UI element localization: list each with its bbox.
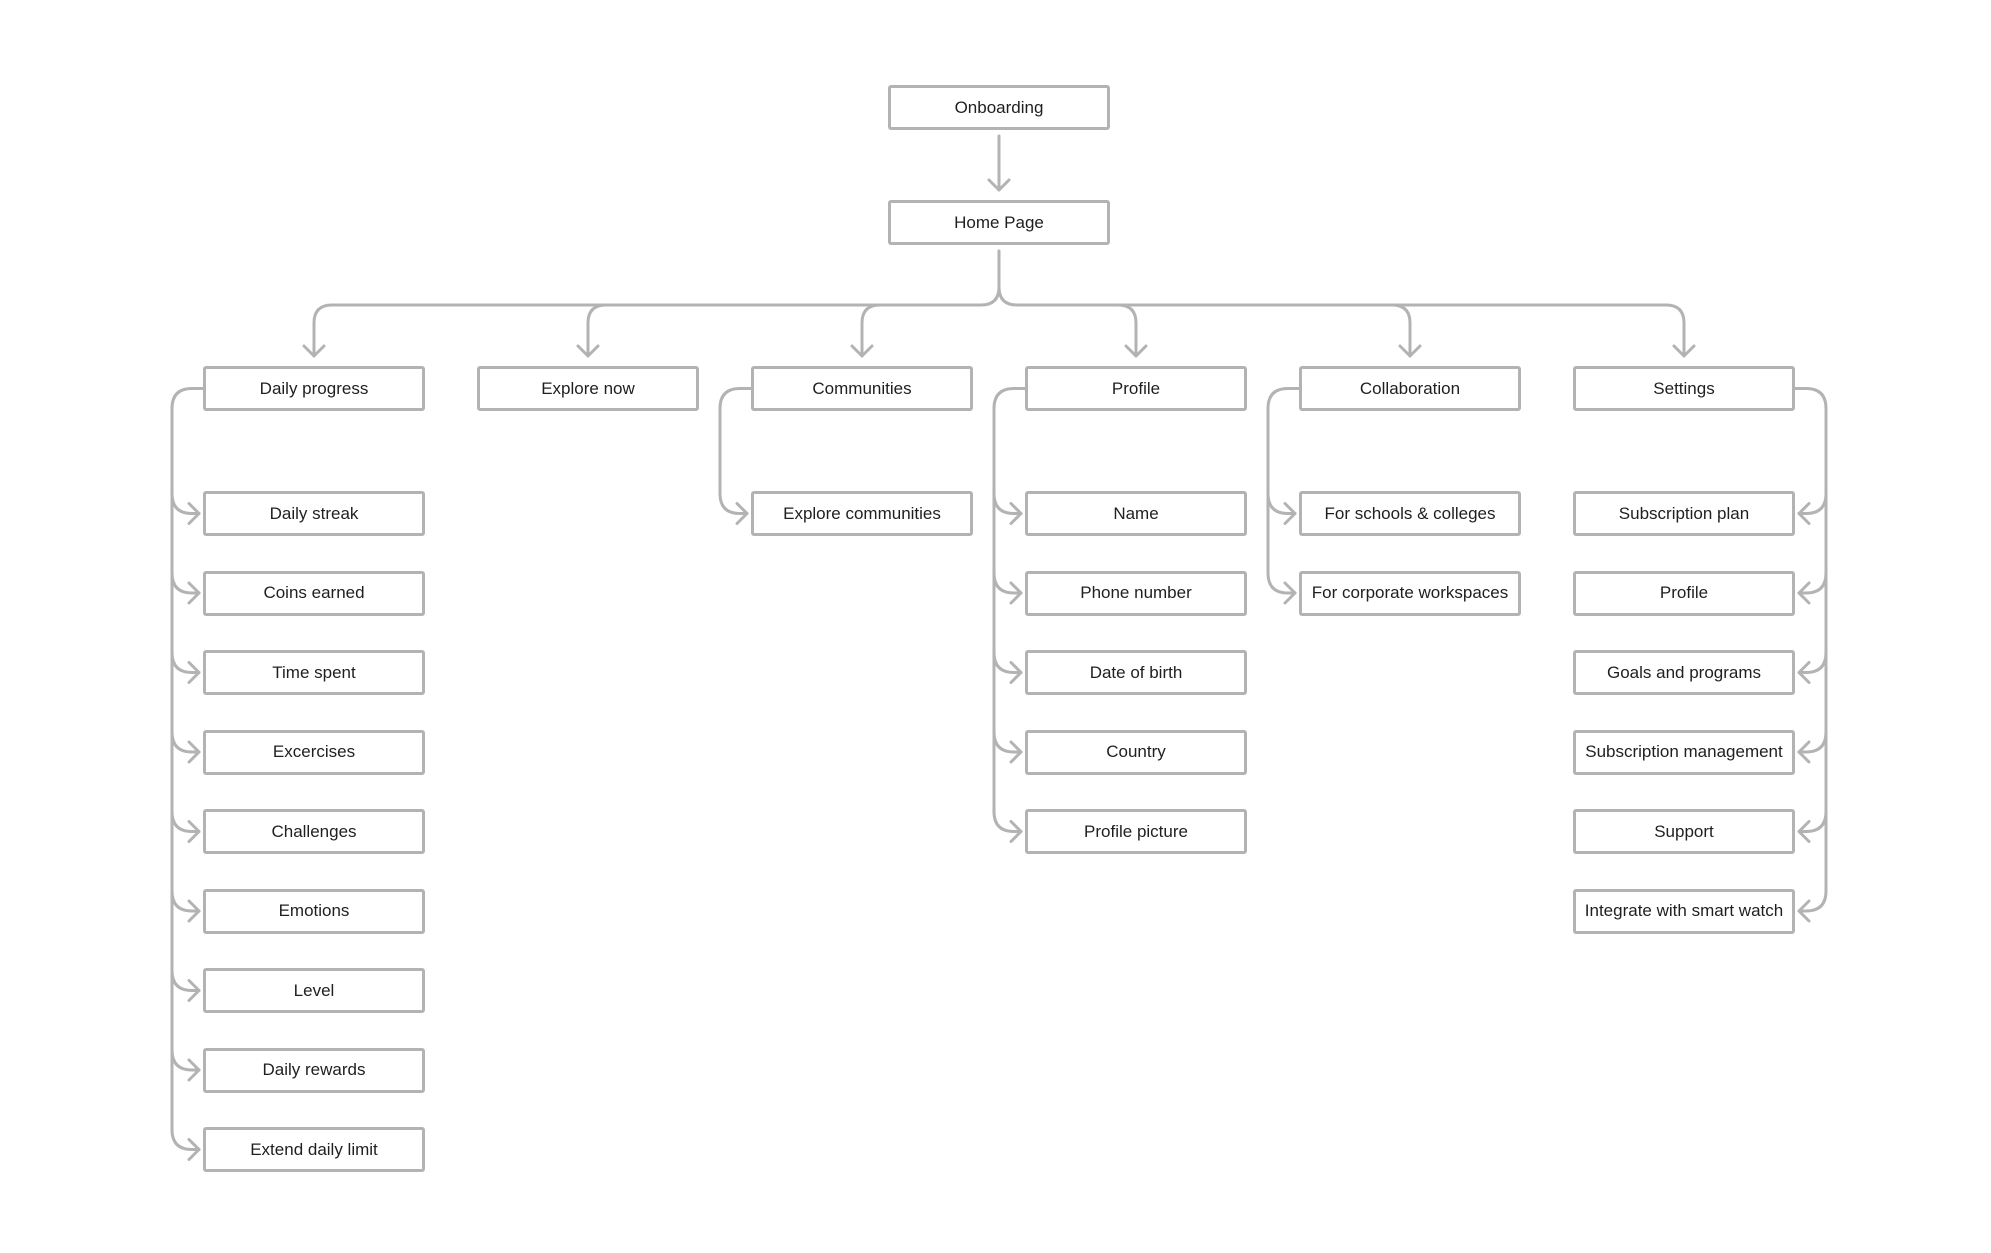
arrowhead-branch-1 bbox=[576, 344, 600, 358]
arrowhead-daily-progress-child-8 bbox=[187, 1138, 201, 1161]
node-integrate-with-smart-watch: Integrate with smart watch bbox=[1573, 888, 1795, 934]
arrowhead-collaboration-child-1 bbox=[1283, 581, 1297, 605]
connector-daily-progress-child-1 bbox=[170, 571, 201, 595]
connector-collaboration-child-1 bbox=[1266, 571, 1297, 595]
connector-bracket-settings bbox=[1793, 387, 1828, 893]
connector-daily-progress-child-3 bbox=[170, 730, 201, 754]
node-onboarding: Onboarding bbox=[888, 85, 1110, 130]
arrowhead-collaboration-child-0 bbox=[1283, 502, 1297, 525]
arrowhead-communities-child-0 bbox=[735, 502, 749, 525]
node-level: Level bbox=[203, 968, 425, 1013]
arrowhead-profile-child-0 bbox=[1009, 502, 1023, 525]
arrowhead-profile-child-4 bbox=[1009, 820, 1023, 843]
connector-daily-progress-child-6 bbox=[170, 969, 201, 992]
node-daily-streak: Daily streak bbox=[203, 491, 425, 536]
node-settings: Settings bbox=[1573, 366, 1795, 411]
connector-settings-child-2 bbox=[1797, 651, 1828, 674]
connector-collaboration-child-0 bbox=[1266, 492, 1297, 515]
arrowhead-home bbox=[987, 178, 1011, 192]
node-profile: Profile bbox=[1025, 366, 1247, 411]
connector-bus-left bbox=[330, 249, 1001, 307]
arrowhead-settings-child-1 bbox=[1797, 581, 1811, 605]
arrowhead-daily-progress-child-2 bbox=[187, 661, 201, 684]
node-subscription-plan: Subscription plan bbox=[1573, 491, 1795, 536]
arrowhead-daily-progress-child-1 bbox=[187, 581, 201, 605]
node-communities: Communities bbox=[751, 366, 973, 411]
node-phone-number: Phone number bbox=[1025, 570, 1247, 616]
node-for-corporate-workspaces: For corporate workspaces bbox=[1299, 570, 1521, 616]
node-excercises: Excercises bbox=[203, 729, 425, 775]
arrowhead-branch-3 bbox=[1124, 344, 1148, 358]
connector-daily-progress-child-4 bbox=[170, 810, 201, 833]
connector-daily-progress-child-0 bbox=[170, 492, 201, 515]
node-explore-communities: Explore communities bbox=[751, 491, 973, 536]
node-support: Support bbox=[1573, 809, 1795, 854]
arrowhead-profile-child-2 bbox=[1009, 661, 1023, 684]
node-explore-now: Explore now bbox=[477, 366, 699, 411]
connector-communities-child-0 bbox=[718, 492, 749, 515]
node-daily-rewards: Daily rewards bbox=[203, 1047, 425, 1093]
arrowhead-branch-5 bbox=[1672, 344, 1696, 358]
connector-profile-child-4 bbox=[992, 810, 1023, 833]
connector-branch-2 bbox=[860, 303, 882, 358]
node-subscription-management: Subscription management bbox=[1573, 729, 1795, 775]
node-name: Name bbox=[1025, 491, 1247, 536]
arrowhead-branch-0 bbox=[302, 344, 326, 358]
node-profile-picture: Profile picture bbox=[1025, 809, 1247, 854]
connector-branch-3 bbox=[1116, 303, 1138, 358]
node-challenges: Challenges bbox=[203, 809, 425, 854]
connector-profile-child-0 bbox=[992, 492, 1023, 515]
connector-settings-child-1 bbox=[1797, 571, 1828, 595]
connector-settings-child-5 bbox=[1797, 889, 1828, 913]
arrowhead-daily-progress-child-3 bbox=[187, 740, 201, 764]
arrowhead-settings-child-2 bbox=[1797, 661, 1811, 684]
connector-profile-child-1 bbox=[992, 571, 1023, 595]
arrowhead-daily-progress-child-7 bbox=[187, 1058, 201, 1082]
arrowhead-daily-progress-child-5 bbox=[187, 899, 201, 923]
connector-branch-4 bbox=[1390, 303, 1412, 358]
connector-profile-child-3 bbox=[992, 730, 1023, 754]
node-time-spent: Time spent bbox=[203, 650, 425, 695]
node-date-of-birth: Date of birth bbox=[1025, 650, 1247, 695]
arrowhead-branch-2 bbox=[850, 344, 874, 358]
node-home-page: Home Page bbox=[888, 200, 1110, 245]
connector-branch-5 bbox=[1664, 303, 1686, 358]
connector-bracket-profile bbox=[992, 387, 1027, 813]
node-country: Country bbox=[1025, 729, 1247, 775]
connector-daily-progress-child-8 bbox=[170, 1128, 201, 1151]
arrowhead-branch-4 bbox=[1398, 344, 1422, 358]
arrowhead-daily-progress-child-6 bbox=[187, 979, 201, 1002]
connector-settings-child-3 bbox=[1797, 730, 1828, 754]
connector-bracket-communities bbox=[718, 387, 753, 495]
node-settings-profile: Profile bbox=[1573, 570, 1795, 616]
connector-bracket-daily-progress bbox=[170, 387, 205, 1131]
connector-branch-0 bbox=[312, 303, 334, 358]
node-daily-progress: Daily progress bbox=[203, 366, 425, 411]
node-extend-daily-limit: Extend daily limit bbox=[203, 1127, 425, 1172]
connector-profile-child-2 bbox=[992, 651, 1023, 674]
arrowhead-settings-child-0 bbox=[1797, 502, 1811, 525]
arrowhead-profile-child-1 bbox=[1009, 581, 1023, 605]
connector-daily-progress-child-2 bbox=[170, 651, 201, 674]
connector-settings-child-4 bbox=[1797, 810, 1828, 833]
node-collaboration: Collaboration bbox=[1299, 366, 1521, 411]
connector-branch-1 bbox=[586, 303, 608, 358]
connector-bus-right bbox=[997, 285, 1668, 307]
connector-settings-child-0 bbox=[1797, 492, 1828, 515]
arrowhead-settings-child-3 bbox=[1797, 740, 1811, 764]
arrowhead-profile-child-3 bbox=[1009, 740, 1023, 764]
node-for-schools-colleges: For schools & colleges bbox=[1299, 491, 1521, 536]
connector-bracket-collaboration bbox=[1266, 387, 1301, 575]
connector-daily-progress-child-5 bbox=[170, 889, 201, 913]
arrowhead-settings-child-5 bbox=[1797, 899, 1811, 923]
connector-daily-progress-child-7 bbox=[170, 1048, 201, 1072]
arrowhead-settings-child-4 bbox=[1797, 820, 1811, 843]
arrowhead-daily-progress-child-4 bbox=[187, 820, 201, 843]
node-emotions: Emotions bbox=[203, 888, 425, 934]
node-goals-and-programs: Goals and programs bbox=[1573, 650, 1795, 695]
arrowhead-daily-progress-child-0 bbox=[187, 502, 201, 525]
node-coins-earned: Coins earned bbox=[203, 570, 425, 616]
